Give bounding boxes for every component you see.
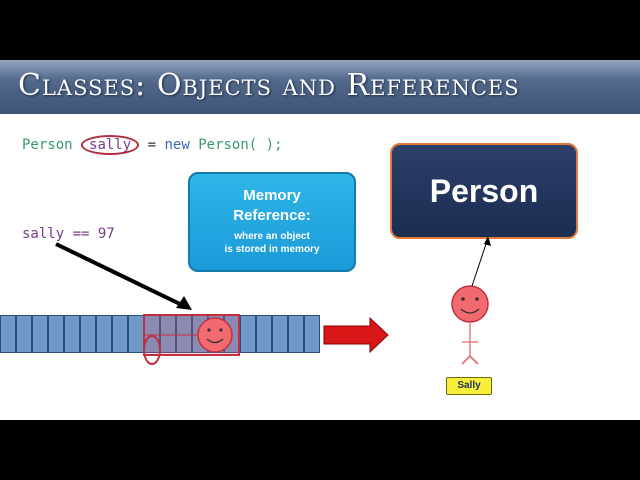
memory-cell: 104 — [256, 315, 272, 374]
code-line-declaration: Person sally = new Person( ); — [22, 135, 283, 155]
memory-cell: 95 — [112, 315, 128, 374]
memory-cell: 105 — [272, 315, 288, 374]
code-type: Person — [22, 137, 73, 153]
memory-cell: 94 — [96, 315, 112, 374]
memory-reference-callout: Memory Reference: where an object is sto… — [188, 172, 356, 272]
address-97-circle — [143, 335, 161, 365]
object-face-in-memory — [197, 317, 233, 353]
instance-of-arrow-head — [484, 236, 491, 246]
sally-name-tag: Sally — [446, 377, 492, 395]
memory-cell: 93 — [80, 315, 96, 374]
memory-reference-title-2: Reference: — [233, 207, 311, 224]
memory-cell: 91 — [48, 315, 64, 374]
code-operator: = — [147, 137, 157, 153]
memory-cell: 89 — [16, 315, 32, 374]
big-red-arrow — [323, 316, 389, 354]
memory-cell: 92 — [64, 315, 80, 374]
diagram-overlay — [55, 236, 491, 365]
sally-stick-figure — [451, 285, 489, 365]
title-bar: Classes: Objects and References — [0, 60, 640, 114]
memory-cell: 103 — [240, 315, 256, 374]
memory-cell: 88 — [0, 315, 16, 374]
reference-arrow-line — [55, 242, 183, 307]
code-variable-circled: sally — [81, 135, 140, 155]
person-class-label: Person — [429, 172, 539, 209]
code-line-comparison: sally == 97 — [22, 226, 115, 242]
memory-reference-title-1: Memory — [243, 187, 301, 204]
memory-cell: 107 — [304, 315, 320, 374]
code-constructor: Person( ); — [198, 137, 283, 153]
person-class-box: Person — [390, 143, 578, 239]
instance-of-arrow-line — [471, 240, 488, 287]
reference-arrow-head — [176, 296, 192, 310]
memory-cell: 106 — [288, 315, 304, 374]
code-new-keyword: new — [164, 137, 190, 153]
memory-reference-sub-2: is stored in memory — [224, 244, 320, 255]
slide: Classes: Objects and References Person s… — [0, 60, 640, 420]
memory-cell: 90 — [32, 315, 48, 374]
memory-reference-sub-1: where an object — [234, 231, 310, 242]
